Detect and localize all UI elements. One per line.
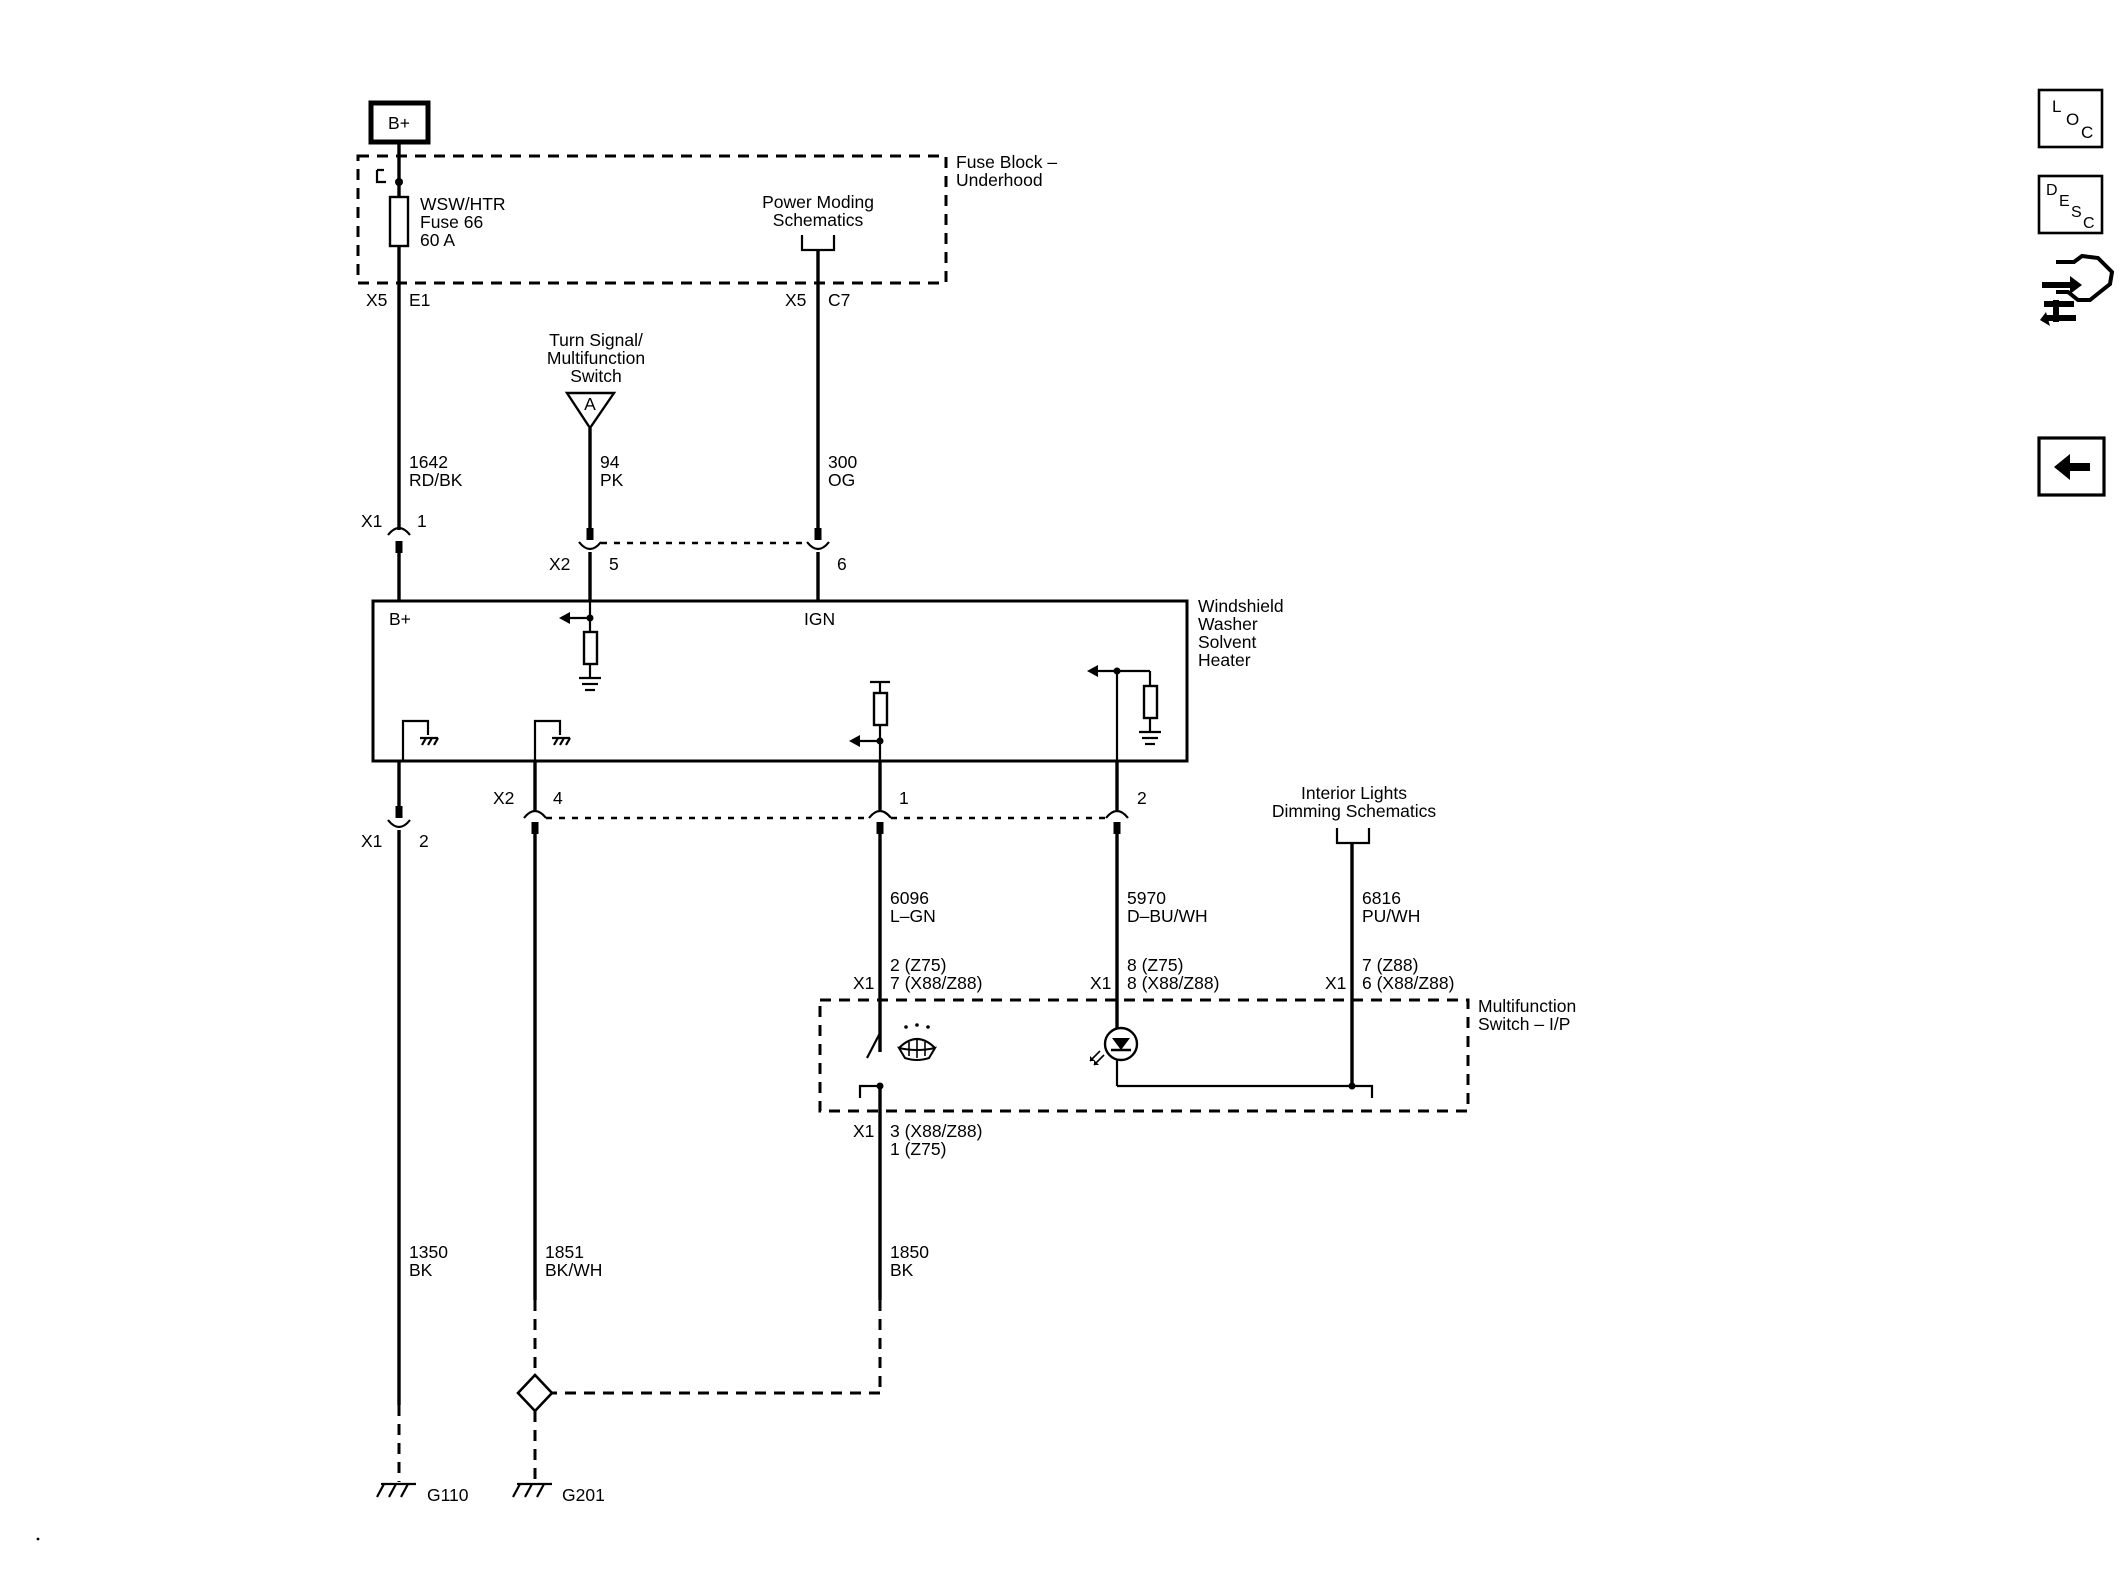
fuse-block-title-1: Fuse Block – xyxy=(956,152,1057,172)
heater-title-1: Windshield xyxy=(1198,596,1284,616)
mf-c1-line1: 2 (Z75) xyxy=(890,955,946,975)
mf-switch-boundary xyxy=(818,998,1470,1113)
turn-signal-label-3: Switch xyxy=(570,366,622,386)
connector-x2-4 xyxy=(523,809,547,834)
connector-x2-1 xyxy=(868,809,892,834)
power-moding-label-1: Power Moding xyxy=(762,192,874,212)
heater-title-3: Solvent xyxy=(1198,632,1257,652)
ground-g110-label: G110 xyxy=(427,1485,469,1505)
svg-text:D: D xyxy=(2046,182,2058,199)
svg-text:L: L xyxy=(2052,97,2061,116)
ground-g201-label: G201 xyxy=(562,1485,605,1505)
fuse-66-symbol xyxy=(388,195,410,248)
wire-94-color: PK xyxy=(600,470,624,490)
fuse-block-boundary xyxy=(356,154,948,285)
interior-lights-label-1: Interior Lights xyxy=(1301,783,1407,803)
wire-1350-color: BK xyxy=(409,1260,433,1280)
wire-5970-num: 5970 xyxy=(1127,888,1166,908)
loc-icon[interactable]: L O C xyxy=(2037,88,2104,149)
wire-1851-color: BK/WH xyxy=(545,1260,602,1280)
mf-c4-line1: 3 (X88/Z88) xyxy=(890,1121,982,1141)
wire-1350-num: 1350 xyxy=(409,1242,448,1262)
mf-c2-id: X1 xyxy=(1090,973,1111,993)
x5-left-id: X5 xyxy=(366,290,387,310)
x2-bot-pin4: 4 xyxy=(553,788,563,808)
battery-label: B+ xyxy=(388,113,410,133)
heater-bplus-label: B+ xyxy=(389,609,411,629)
svg-text:E: E xyxy=(2059,193,2070,210)
connector-x2-2 xyxy=(1105,809,1129,834)
heater-title-4: Heater xyxy=(1198,650,1251,670)
heater-ign-label: IGN xyxy=(804,609,835,629)
wire-6096-num: 6096 xyxy=(890,888,929,908)
wire-1850-color: BK xyxy=(890,1260,914,1280)
mf-switch-title-1: Multifunction xyxy=(1478,996,1576,1016)
wire-1850-num: 1850 xyxy=(890,1242,929,1262)
heater-title-2: Washer xyxy=(1198,614,1258,634)
turn-signal-label-1: Turn Signal/ xyxy=(549,330,643,350)
wire-1642-num: 1642 xyxy=(409,452,448,472)
connector-tool-icon[interactable] xyxy=(2040,253,2115,326)
x5-right-id: X5 xyxy=(785,290,806,310)
fuse-block-title-2: Underhood xyxy=(956,170,1043,190)
x1-bot-pin: 2 xyxy=(419,831,429,851)
windshield-heat-icon xyxy=(896,1023,938,1061)
x5-left-pin: E1 xyxy=(409,290,430,310)
x2-top-pin5: 5 xyxy=(609,554,619,574)
wire-300-color: OG xyxy=(828,470,855,490)
indicator-led-icon xyxy=(1089,1026,1139,1066)
mf-c2-line1: 8 (Z75) xyxy=(1127,955,1183,975)
turn-signal-label-2: Multifunction xyxy=(547,348,645,368)
x2-bot-id: X2 xyxy=(493,788,514,808)
splice-diamond xyxy=(516,1373,554,1413)
ground-g110-symbol xyxy=(376,1482,416,1498)
svg-text:C: C xyxy=(2083,215,2095,232)
x1-top-id: X1 xyxy=(361,511,382,531)
fuse-label-1: WSW/HTR xyxy=(420,194,506,214)
wire-6816-color: PU/WH xyxy=(1362,906,1420,926)
connector-x2-6 xyxy=(806,528,830,551)
interior-lights-label-2: Dimming Schematics xyxy=(1272,801,1437,821)
wire-6096-color: L–GN xyxy=(890,906,936,926)
wire-94-num: 94 xyxy=(600,452,620,472)
wire-6816-num: 6816 xyxy=(1362,888,1401,908)
x2-top-id: X2 xyxy=(549,554,570,574)
x2-bot-pin2: 2 xyxy=(1137,788,1147,808)
desc-icon[interactable]: D E S C xyxy=(2037,174,2104,235)
mf-c3-line1: 7 (Z88) xyxy=(1362,955,1418,975)
power-moding-label-2: Schematics xyxy=(773,210,864,230)
turn-signal-ref-triangle xyxy=(564,391,617,431)
mf-c3-line2: 6 (X88/Z88) xyxy=(1362,973,1454,993)
x2-top-pin6: 6 xyxy=(837,554,847,574)
svg-text:O: O xyxy=(2066,110,2079,129)
fuse-label-2: Fuse 66 xyxy=(420,212,483,232)
connector-x1-1 xyxy=(387,526,411,553)
wire-300-num: 300 xyxy=(828,452,857,472)
connector-x1-2 xyxy=(387,806,411,829)
x2-bot-pin1: 1 xyxy=(899,788,909,808)
svg-text:S: S xyxy=(2071,204,2082,221)
mf-switch-title-2: Switch – I/P xyxy=(1478,1014,1570,1034)
heater-module-box xyxy=(371,599,1189,763)
back-arrow-icon[interactable] xyxy=(2037,436,2106,497)
svg-text:C: C xyxy=(2081,123,2093,142)
x5-right-pin: C7 xyxy=(828,290,850,310)
mf-c4-id: X1 xyxy=(853,1121,874,1141)
wire-1642-color: RD/BK xyxy=(409,470,463,490)
mf-c1-line2: 7 (X88/Z88) xyxy=(890,973,982,993)
turn-signal-ref: A xyxy=(584,394,596,414)
wire-5970-color: D–BU/WH xyxy=(1127,906,1208,926)
fuse-label-3: 60 A xyxy=(420,230,455,250)
wire-1851-num: 1851 xyxy=(545,1242,584,1262)
mf-c2-line2: 8 (X88/Z88) xyxy=(1127,973,1219,993)
mf-c1-id: X1 xyxy=(853,973,874,993)
connector-x2-5 xyxy=(578,528,602,551)
mf-c4-line2: 1 (Z75) xyxy=(890,1139,946,1159)
mf-c3-id: X1 xyxy=(1325,973,1346,993)
battery-terminal: B+ xyxy=(368,100,431,145)
x1-bot-id: X1 xyxy=(361,831,382,851)
ground-g201-symbol xyxy=(512,1482,552,1498)
x1-top-pin: 1 xyxy=(417,511,427,531)
